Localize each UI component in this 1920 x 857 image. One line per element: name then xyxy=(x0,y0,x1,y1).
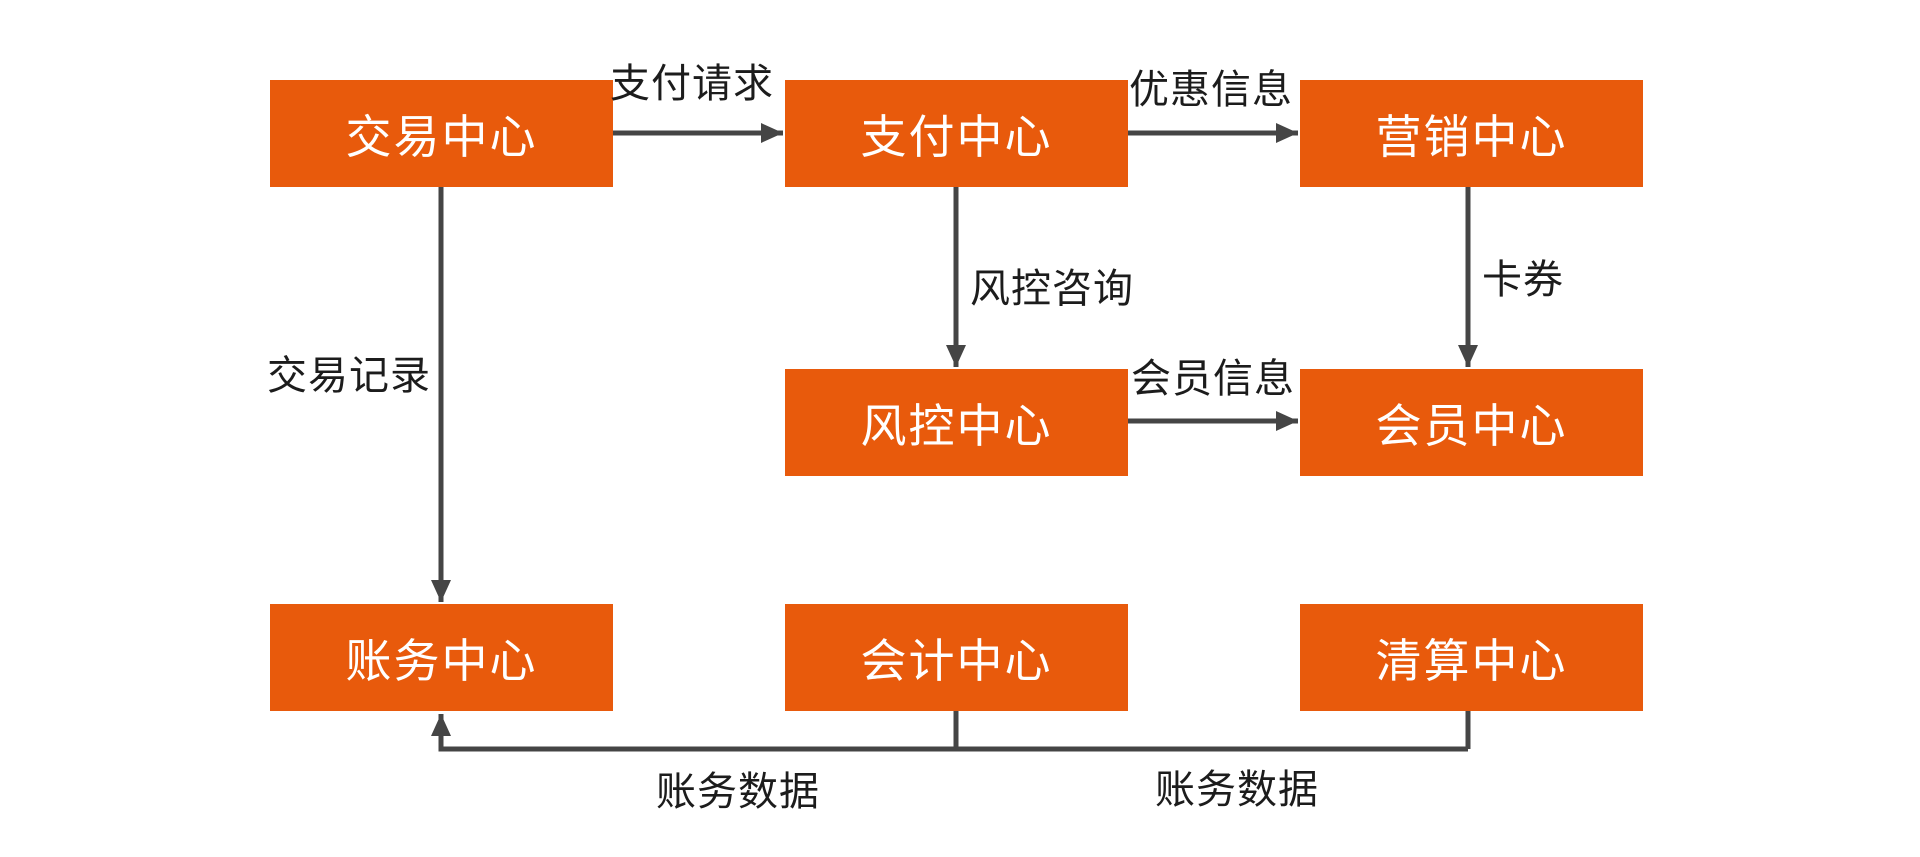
node-marketing-center: 营销中心 xyxy=(1300,80,1643,187)
edge-label-finance-data-right: 账务数据 xyxy=(1155,768,1319,812)
node-label: 风控中心 xyxy=(860,399,1053,452)
node-member-center: 会员中心 xyxy=(1300,369,1643,476)
edge-label-transaction-record: 交易记录 xyxy=(267,354,431,398)
node-account-center: 账务中心 xyxy=(270,604,613,711)
node-risk-center: 风控中心 xyxy=(785,369,1128,476)
node-label: 会计中心 xyxy=(860,634,1053,687)
edge-label-risk-consult: 风控咨询 xyxy=(970,267,1134,311)
edge-label-coupon: 卡券 xyxy=(1482,258,1564,302)
node-trade-center: 交易中心 xyxy=(270,80,613,187)
edge-bus-to-account xyxy=(431,714,1468,752)
node-label: 交易中心 xyxy=(345,110,538,163)
node-accounting-center: 会计中心 xyxy=(785,604,1128,711)
node-clearing-center: 清算中心 xyxy=(1300,604,1643,711)
edge-label-payment-request: 支付请求 xyxy=(610,62,774,106)
edge-label-promo-info: 优惠信息 xyxy=(1129,68,1293,112)
node-payment-center: 支付中心 xyxy=(785,80,1128,187)
node-label: 账务中心 xyxy=(345,634,538,687)
node-label: 会员中心 xyxy=(1375,399,1568,452)
node-label: 营销中心 xyxy=(1375,110,1568,163)
edge-label-member-info: 会员信息 xyxy=(1131,357,1295,401)
node-label: 清算中心 xyxy=(1375,634,1568,687)
edge-label-finance-data-left: 账务数据 xyxy=(656,770,820,814)
node-label: 支付中心 xyxy=(860,110,1053,163)
